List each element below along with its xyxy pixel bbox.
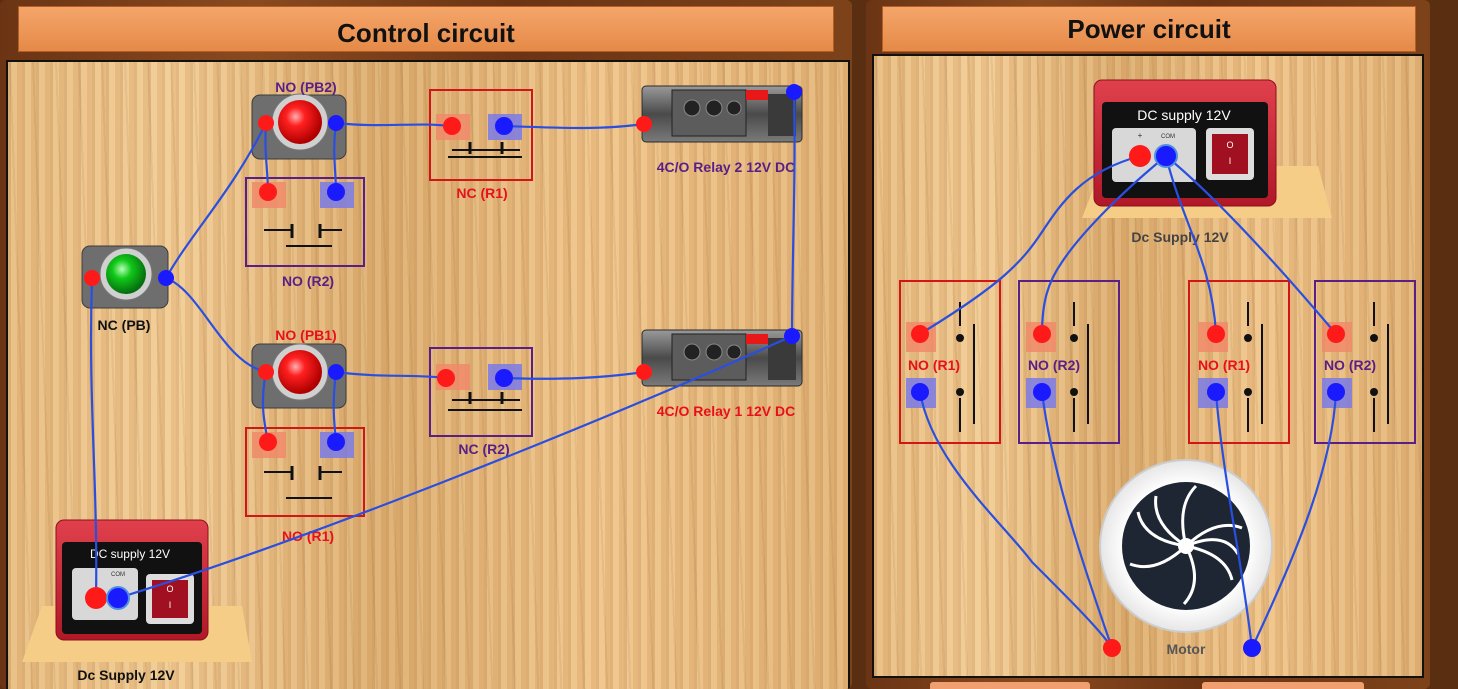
contact-no-r2 <box>245 177 365 267</box>
contact-power-no-r2-b <box>1314 280 1416 444</box>
bottom-button-left[interactable] <box>930 682 1090 689</box>
control-diagram: NO (PB2) NC (PB) NO (PB1) <box>22 79 803 683</box>
contact-nc-r1 <box>429 89 533 181</box>
label-nc-r2: NC (R2) <box>458 441 509 457</box>
label-no-pb1: NO (PB1) <box>275 327 336 343</box>
label-no-pb2: NO (PB2) <box>275 79 336 95</box>
label-motor: Motor <box>1167 641 1206 657</box>
control-terminals[interactable] <box>84 84 802 610</box>
power-switch-i-glyph: I <box>1229 156 1232 166</box>
motor-icon[interactable] <box>1099 459 1273 633</box>
relay-1[interactable] <box>641 329 803 387</box>
power-circuit-panel: Power circuit DC supply 12V + <box>866 0 1430 689</box>
switch-o-glyph: O <box>166 584 173 594</box>
power-wires <box>918 154 1338 649</box>
contact-nc-r2 <box>429 347 533 437</box>
control-supply-com-label: COM <box>111 572 125 578</box>
relay-2[interactable] <box>641 85 803 143</box>
contact-power-no-r2-a <box>1018 280 1120 444</box>
label-power-no-r1-a: NO (R1) <box>908 357 960 373</box>
power-supply-display: DC supply 12V <box>1137 107 1231 123</box>
label-power-no-r1-b: NO (R1) <box>1198 357 1250 373</box>
control-circuit-panel: Control circuit <box>0 0 852 689</box>
control-supply-display: DC supply 12V <box>90 547 170 561</box>
power-supply-com-label: COM <box>1161 134 1175 140</box>
power-circuit-board: DC supply 12V + COM O I Dc Supply 12V NO… <box>872 54 1424 678</box>
push-button-pb2[interactable] <box>251 93 347 160</box>
power-diagram: DC supply 12V + COM O I Dc Supply 12V NO… <box>899 79 1416 657</box>
label-relay-2: 4C/O Relay 2 12V DC <box>657 159 796 175</box>
power-switch-o-glyph: O <box>1226 140 1233 150</box>
power-supply-plus-label: + <box>1138 131 1143 140</box>
label-power-no-r2-b: NO (R2) <box>1324 357 1376 373</box>
switch-i-glyph: I <box>169 600 172 610</box>
control-circuit-title: Control circuit <box>18 6 834 52</box>
push-button-pb1[interactable] <box>251 343 347 409</box>
power-circuit-title: Power circuit <box>882 6 1416 52</box>
label-no-r1: NO (R1) <box>282 528 334 544</box>
label-control-supply: Dc Supply 12V <box>77 667 175 683</box>
push-button-nc-pb[interactable] <box>81 245 169 309</box>
label-power-supply: Dc Supply 12V <box>1131 229 1229 245</box>
label-nc-r1: NC (R1) <box>456 185 507 201</box>
label-power-no-r2-a: NO (R2) <box>1028 357 1080 373</box>
label-no-r2: NO (R2) <box>282 273 334 289</box>
power-terminals[interactable] <box>911 144 1345 657</box>
control-circuit-board: NO (PB2) NC (PB) NO (PB1) <box>6 60 850 689</box>
label-relay-1: 4C/O Relay 1 12V DC <box>657 403 796 419</box>
label-nc-pb: NC (PB) <box>98 317 151 333</box>
bottom-button-right[interactable] <box>1202 682 1364 689</box>
